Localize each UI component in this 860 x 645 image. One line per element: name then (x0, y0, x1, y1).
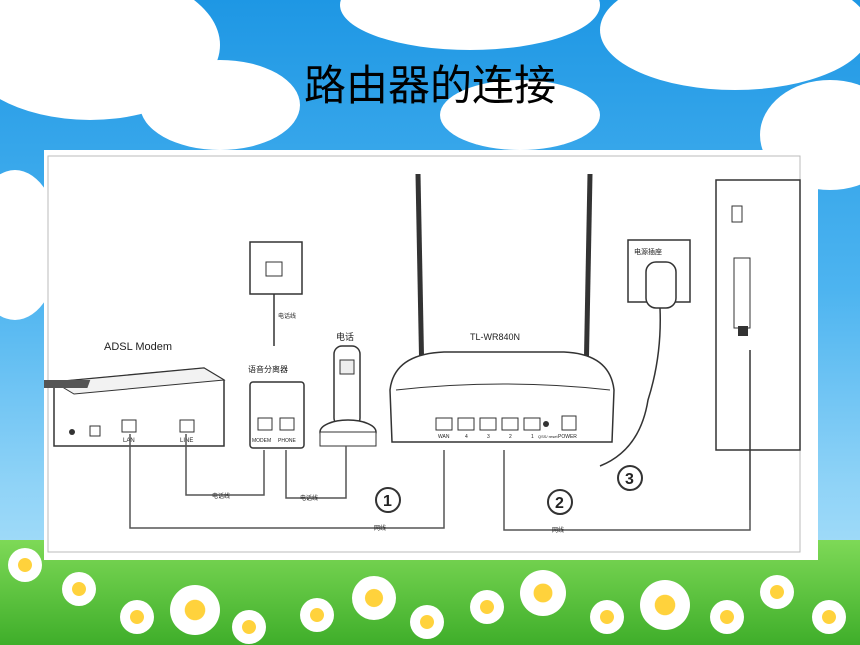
svg-text:3: 3 (625, 471, 634, 488)
power-outlet-label: 电源插座 (634, 247, 662, 256)
telephone: 电话 (319, 331, 377, 447)
flower (352, 576, 396, 620)
router-wan-label: WAN (438, 434, 450, 440)
step-marker-3: 3 (617, 465, 643, 491)
flower (470, 590, 504, 624)
svg-text:1: 1 (383, 493, 392, 510)
flower (710, 600, 744, 634)
cloud (440, 80, 600, 150)
cable-net-2-label: 网线 (552, 526, 564, 534)
step-marker-2: 2 (547, 489, 573, 515)
flower (812, 600, 846, 634)
computer-tower (715, 179, 801, 510)
adsl-label: ADSL Modem (104, 341, 172, 353)
connection-diagram: ADSL Modem LAN LINE 电话线 语音分离器 MODEM PHON… (44, 150, 818, 560)
router-reset-label: QSS/ reset (538, 434, 558, 439)
cloud (140, 60, 300, 150)
step-marker-1: 1 (375, 487, 401, 513)
slide-title: 路由器的连接 (303, 61, 556, 110)
router-port-3: 3 (487, 434, 490, 440)
flower (410, 605, 444, 639)
router-port-2: 2 (509, 434, 512, 440)
splitter-label: 语音分离器 (248, 364, 288, 374)
flower (232, 610, 266, 644)
wall-cable-label: 电话线 (278, 312, 296, 320)
splitter-phone-label: PHONE (278, 438, 296, 444)
cables (129, 434, 751, 531)
flower (62, 572, 96, 606)
wireless-router: TL-WR840N WAN 4 3 2 1 QSS/ reset POWER (389, 173, 615, 443)
router-label: TL-WR840N (470, 332, 520, 342)
adsl-lan-label: LAN (123, 438, 135, 444)
flower (640, 580, 690, 630)
flower (760, 575, 794, 609)
flower (300, 598, 334, 632)
router-port-4: 4 (465, 434, 468, 440)
wall-phone-jack: 电话线 (249, 241, 303, 346)
splitter-modem-label: MODEM (252, 438, 271, 444)
flower (520, 570, 566, 616)
flower (120, 600, 154, 634)
voice-splitter: 语音分离器 MODEM PHONE (248, 364, 305, 449)
flower (170, 585, 220, 635)
adsl-modem: ADSL Modem LAN LINE (44, 341, 226, 447)
flower (590, 600, 624, 634)
router-port-1: 1 (531, 434, 534, 440)
cable-net-1-label: 网线 (374, 524, 386, 532)
flower (8, 548, 42, 582)
power-outlet: 电源插座 (599, 239, 691, 467)
cable-phone-1-label: 电话线 (212, 492, 230, 500)
cable-phone-2-label: 电话线 (300, 494, 318, 502)
diagram-svg: ADSL Modem LAN LINE 电话线 语音分离器 MODEM PHON… (44, 155, 801, 553)
svg-text:2: 2 (555, 495, 564, 512)
phone-label: 电话 (336, 331, 354, 342)
router-power-label: POWER (558, 434, 577, 440)
